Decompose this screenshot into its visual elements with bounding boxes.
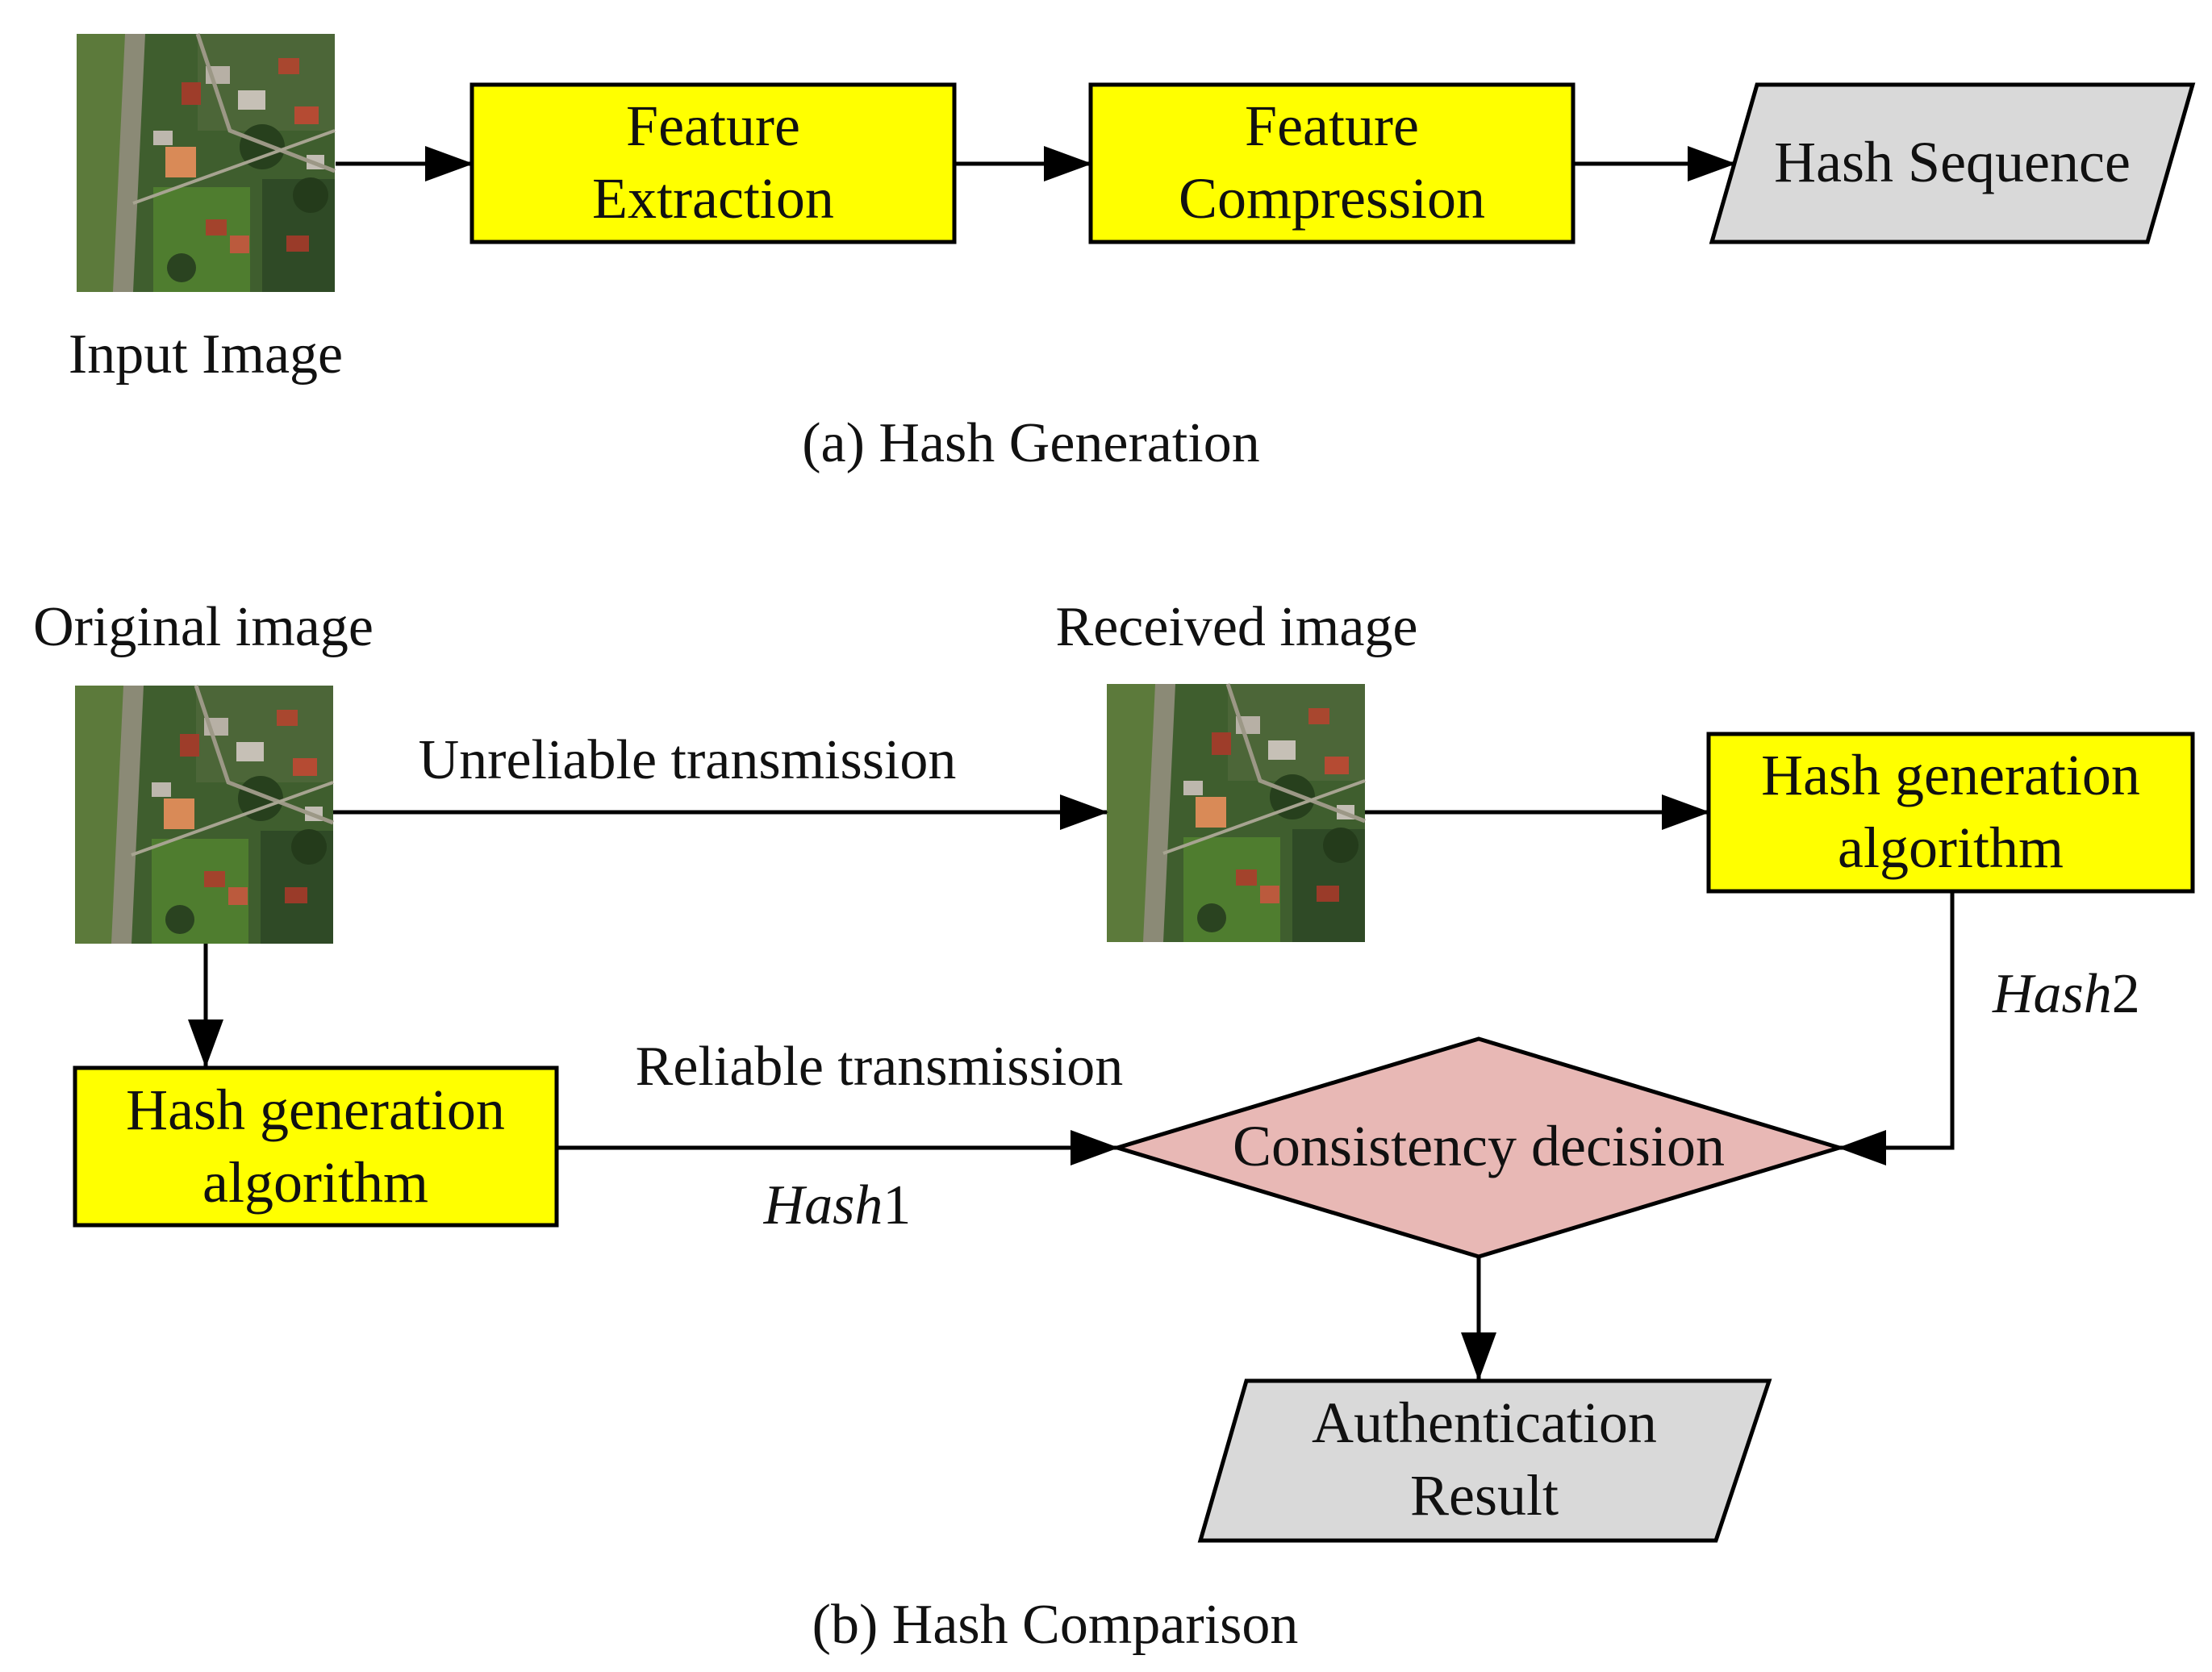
satellite-image-icon (1107, 684, 1365, 942)
satellite-image-icon (75, 686, 333, 944)
hash-generation-right-line2: algorithm (1838, 815, 2064, 880)
original-image-label: Original image (33, 596, 374, 658)
hash-generation-right-line1: Hash generation (1761, 743, 2140, 807)
feature-compression-line2: Compression (1179, 166, 1485, 231)
consistency-decision-diamond (1110, 1036, 1847, 1259)
hash-sequence-box (1709, 82, 2196, 244)
unreliable-transmission-label: Unreliable transmission (419, 729, 957, 791)
hash-sequence-text: Hash Sequence (1774, 130, 2131, 194)
arrow-hash2 (1838, 891, 1955, 1165)
satellite-image-icon (77, 34, 335, 292)
input-image (77, 34, 335, 292)
consistency-decision-text: Consistency decision (1233, 1114, 1725, 1178)
hash2-label: Hash2 (1992, 963, 2140, 1025)
authentication-result-box (1197, 1378, 1772, 1543)
feature-extraction-line1: Feature (626, 94, 800, 158)
feature-compression-box (1088, 82, 1576, 244)
input-image-label: Input Image (69, 323, 343, 386)
received-image (1107, 684, 1365, 942)
feature-extraction-line2: Extraction (592, 166, 834, 231)
authentication-result-line2: Result (1410, 1463, 1559, 1528)
hash-generation-left-line1: Hash generation (126, 1078, 505, 1142)
hash-generation-left-box (73, 1065, 559, 1228)
hash-generation-left-line2: algorithm (202, 1150, 428, 1215)
caption-hash-comparison: (b) Hash Comparison (812, 1594, 1299, 1656)
hash-generation-right-box (1706, 732, 2195, 894)
hash1-label: Hash1 (763, 1174, 912, 1236)
feature-compression-line1: Feature (1245, 94, 1419, 158)
caption-hash-generation: (a) Hash Generation (802, 412, 1260, 474)
original-image (75, 686, 333, 944)
received-image-label: Received image (1056, 596, 1418, 658)
reliable-transmission-label: Reliable transmission (636, 1036, 1124, 1098)
authentication-result-line1: Authentication (1312, 1391, 1657, 1455)
